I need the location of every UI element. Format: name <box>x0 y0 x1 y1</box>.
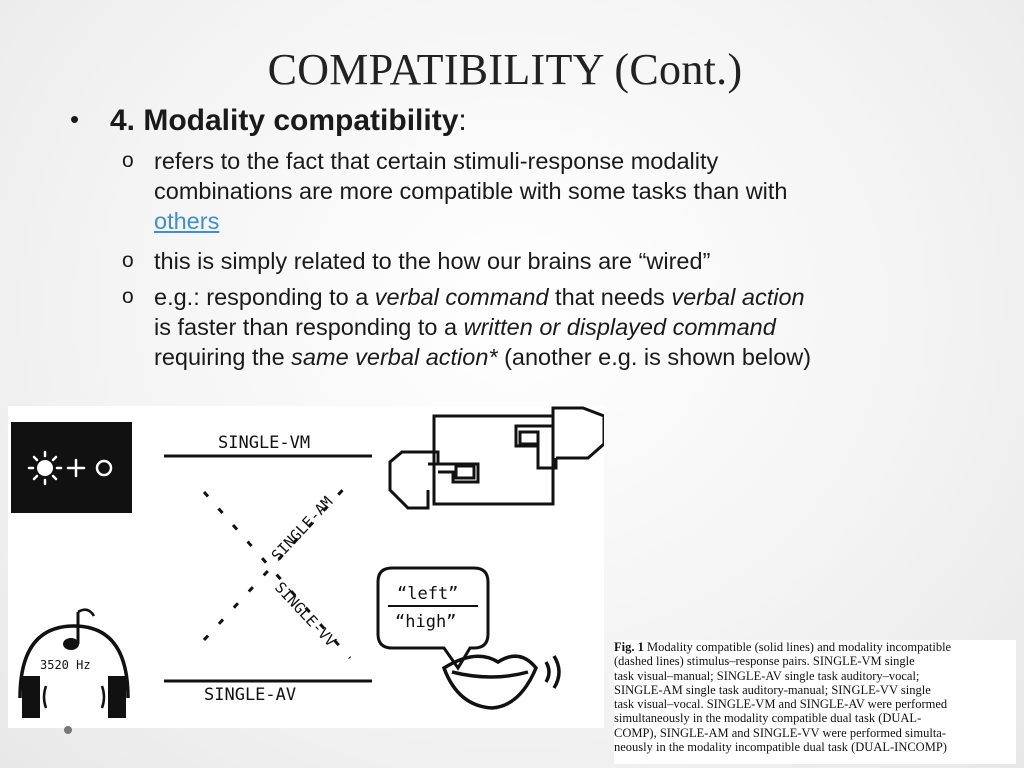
slide-marker-dot <box>64 726 72 734</box>
modality-figure: SINGLE-VM SINGLE-AV SINGLE-AM SINGLE-VV … <box>8 406 606 728</box>
subbullet-1-line-1: refers to the fact that certain stimuli-… <box>154 148 719 174</box>
speaking-mouth-icon <box>441 654 561 710</box>
subbullet-3-line-3: requiring the same verbal action* (anoth… <box>154 344 812 370</box>
light-stimulus-icon <box>11 422 132 513</box>
subbullet-2-line-1: this is simply related to the how our br… <box>154 248 711 274</box>
subbullet-marker: o <box>122 149 134 172</box>
speech-left: “left” <box>397 584 458 604</box>
subbullet-3-line-2: is faster than responding to a written o… <box>154 314 776 340</box>
label-single-av: SINGLE-AV <box>204 685 296 705</box>
subbullet-marker: o <box>122 249 134 272</box>
label-single-vv: SINGLE-VV <box>271 578 340 650</box>
speech-bubble: “left” “high” <box>376 566 490 671</box>
music-note-icon <box>63 608 96 650</box>
headphone-frequency: 3520 Hz <box>40 658 91 672</box>
subbullet-3-line-1: e.g.: responding to a verbal command tha… <box>154 284 805 310</box>
bullet-text: 4. Modality compatibility: <box>110 104 467 138</box>
label-single-am: SINGLE-AM <box>268 493 337 565</box>
figure-label: Fig. 1 <box>614 640 644 654</box>
bullet-marker: • <box>70 104 80 134</box>
label-single-vm: SINGLE-VM <box>218 433 310 453</box>
bullet-colon: : <box>458 104 467 137</box>
others-link[interactable]: others <box>154 208 220 234</box>
slide-title: COMPATIBILITY (Cont.) <box>267 45 743 94</box>
headphones-icon: 3520 Hz <box>18 624 130 718</box>
subbullet-1-line-2: combinations are more compatible with so… <box>154 178 788 204</box>
speech-high: “high” <box>395 612 456 632</box>
bullet-heading: 4. Modality compatibility <box>110 104 459 137</box>
hands-on-keys-icon <box>388 406 606 510</box>
figure-caption: Fig. 1 Modality compatible (solid lines)… <box>614 640 1016 764</box>
subbullet-marker: o <box>122 285 134 308</box>
